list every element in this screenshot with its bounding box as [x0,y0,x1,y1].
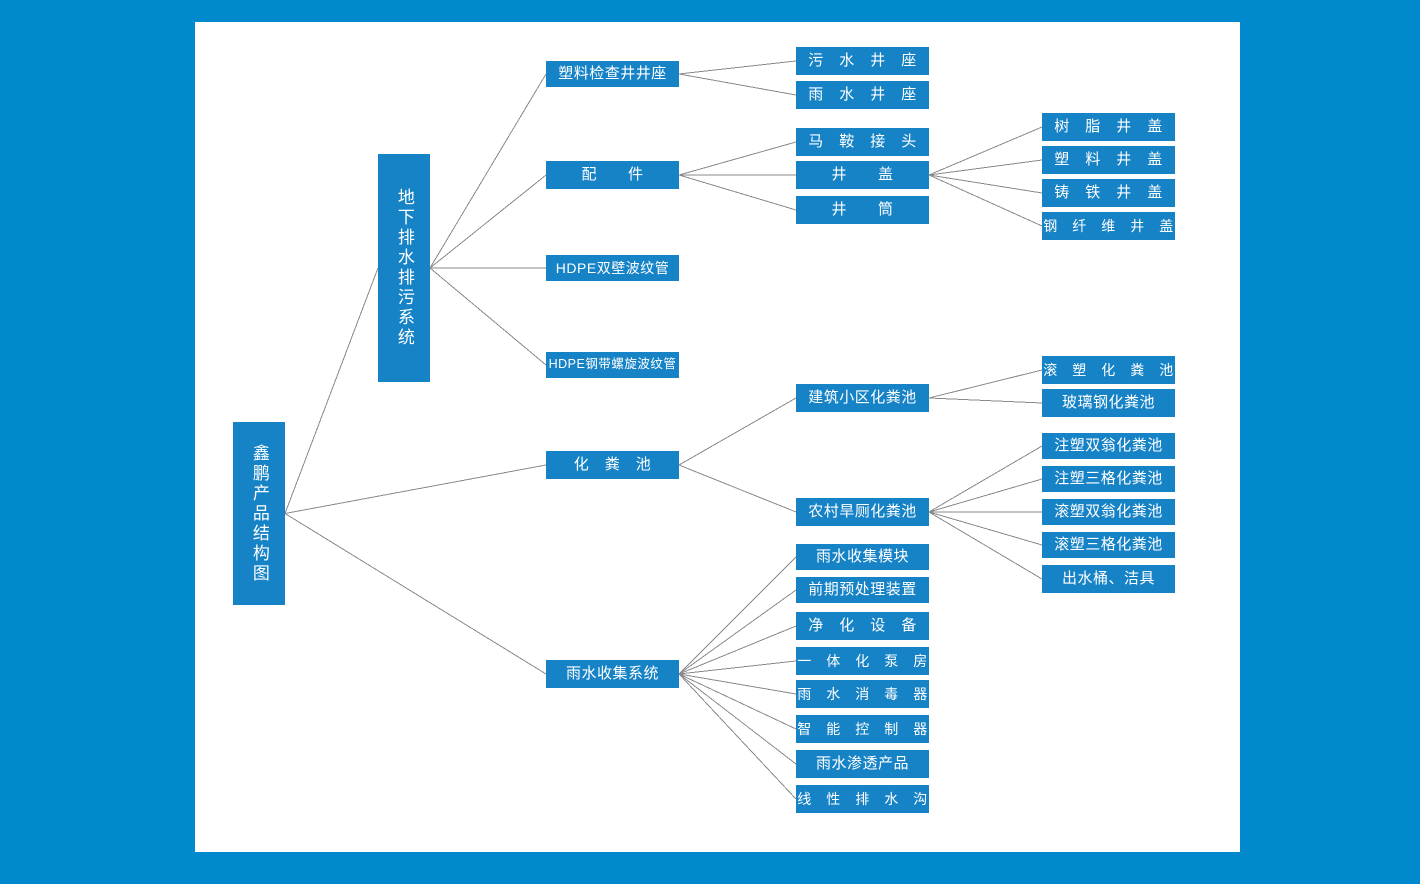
tree-node-l3h[interactable]: 雨水收集模块 [796,544,929,570]
tree-node-label: 滚塑三格化粪池 [1054,536,1163,554]
tree-node-label: 滚 塑 化 粪 池 [1043,361,1174,378]
tree-node-label: 智 能 控 制 器 [797,720,928,737]
tree-node-label: HDPE双壁波纹管 [555,259,670,276]
tree-node-label: 出水桶、洁具 [1061,570,1155,588]
tree-node-l3g[interactable]: 农村旱厕化粪池 [796,498,929,526]
tree-node-label: 建筑小区化粪池 [808,389,917,407]
tree-node-l4c[interactable]: 铸 铁 井 盖 [1042,179,1175,207]
tree-node-label: 滚塑双翁化粪池 [1054,503,1163,521]
tree-node-label: 注塑双翁化粪池 [1054,437,1163,455]
tree-node-l4g[interactable]: 注塑双翁化粪池 [1042,433,1175,459]
tree-node-label: 注塑三格化粪池 [1054,470,1163,488]
tree-node-l3e[interactable]: 井 筒 [796,196,929,224]
tree-node-label: 雨 水 消 毒 器 [797,685,928,702]
tree-node-l4e[interactable]: 滚 塑 化 粪 池 [1042,356,1175,384]
tree-node-l3c[interactable]: 马 鞍 接 头 [796,128,929,156]
tree-node-l4a[interactable]: 树 脂 井 盖 [1042,113,1175,141]
tree-node-l2b[interactable]: 配 件 [546,161,679,189]
tree-node-label: 化 粪 池 [573,456,652,474]
tree-node-l2a[interactable]: 塑料检查井井座 [546,61,679,87]
tree-node-l1a[interactable]: 地下排水排污系统 [378,154,430,382]
tree-node-label: 塑料检查井井座 [558,65,667,83]
tree-node-l3b[interactable]: 雨 水 井 座 [796,81,929,109]
tree-node-label: 鑫鹏产品结构图 [249,443,269,584]
tree-node-root[interactable]: 鑫鹏产品结构图 [233,422,285,605]
tree-node-l2e[interactable]: 化 粪 池 [546,451,679,479]
tree-node-label: 配 件 [581,166,644,184]
tree-node-l2c[interactable]: HDPE双壁波纹管 [546,255,679,281]
tree-node-l2d[interactable]: HDPE钢带螺旋波纹管 [546,352,679,378]
tree-node-label: 铸 铁 井 盖 [1054,184,1163,202]
tree-node-l4i[interactable]: 滚塑双翁化粪池 [1042,499,1175,525]
tree-node-l4f[interactable]: 玻璃钢化粪池 [1042,389,1175,417]
tree-node-label: 玻璃钢化粪池 [1061,394,1155,412]
tree-node-label: 雨水收集系统 [565,665,659,683]
tree-node-l3i[interactable]: 前期预处理装置 [796,577,929,603]
tree-node-label: 污 水 井 座 [808,52,917,70]
tree-node-label: 雨水渗透产品 [815,755,909,773]
tree-node-l3a[interactable]: 污 水 井 座 [796,47,929,75]
tree-node-l3l[interactable]: 雨 水 消 毒 器 [796,680,929,708]
tree-node-l3d[interactable]: 井 盖 [796,161,929,189]
tree-node-l2f[interactable]: 雨水收集系统 [546,660,679,688]
tree-node-l3j[interactable]: 净 化 设 备 [796,612,929,640]
tree-node-label: 农村旱厕化粪池 [808,503,917,521]
tree-node-label: HDPE钢带螺旋波纹管 [548,357,677,372]
tree-node-label: 井 盖 [831,166,894,184]
tree-node-label: 钢 纤 维 井 盖 [1043,217,1174,234]
tree-node-label: 雨 水 井 座 [808,86,917,104]
tree-node-l4j[interactable]: 滚塑三格化粪池 [1042,532,1175,558]
tree-node-l3f[interactable]: 建筑小区化粪池 [796,384,929,412]
tree-node-l3k[interactable]: 一 体 化 泵 房 [796,647,929,675]
tree-node-l3n[interactable]: 雨水渗透产品 [796,750,929,778]
tree-node-label: 一 体 化 泵 房 [797,652,928,669]
tree-node-label: 井 筒 [831,201,894,219]
tree-node-label: 地下排水排污系统 [394,188,414,348]
tree-node-l3o[interactable]: 线 性 排 水 沟 [796,785,929,813]
tree-node-label: 雨水收集模块 [815,548,909,566]
tree-node-label: 净 化 设 备 [808,617,917,635]
tree-node-label: 线 性 排 水 沟 [797,790,928,807]
tree-node-label: 塑 料 井 盖 [1054,151,1163,169]
tree-node-l4k[interactable]: 出水桶、洁具 [1042,565,1175,593]
tree-node-label: 树 脂 井 盖 [1054,118,1163,136]
tree-node-l4b[interactable]: 塑 料 井 盖 [1042,146,1175,174]
tree-node-l3m[interactable]: 智 能 控 制 器 [796,715,929,743]
tree-node-l4h[interactable]: 注塑三格化粪池 [1042,466,1175,492]
tree-node-l4d[interactable]: 钢 纤 维 井 盖 [1042,212,1175,240]
tree-node-label: 前期预处理装置 [808,581,917,599]
tree-node-label: 马 鞍 接 头 [808,133,917,151]
